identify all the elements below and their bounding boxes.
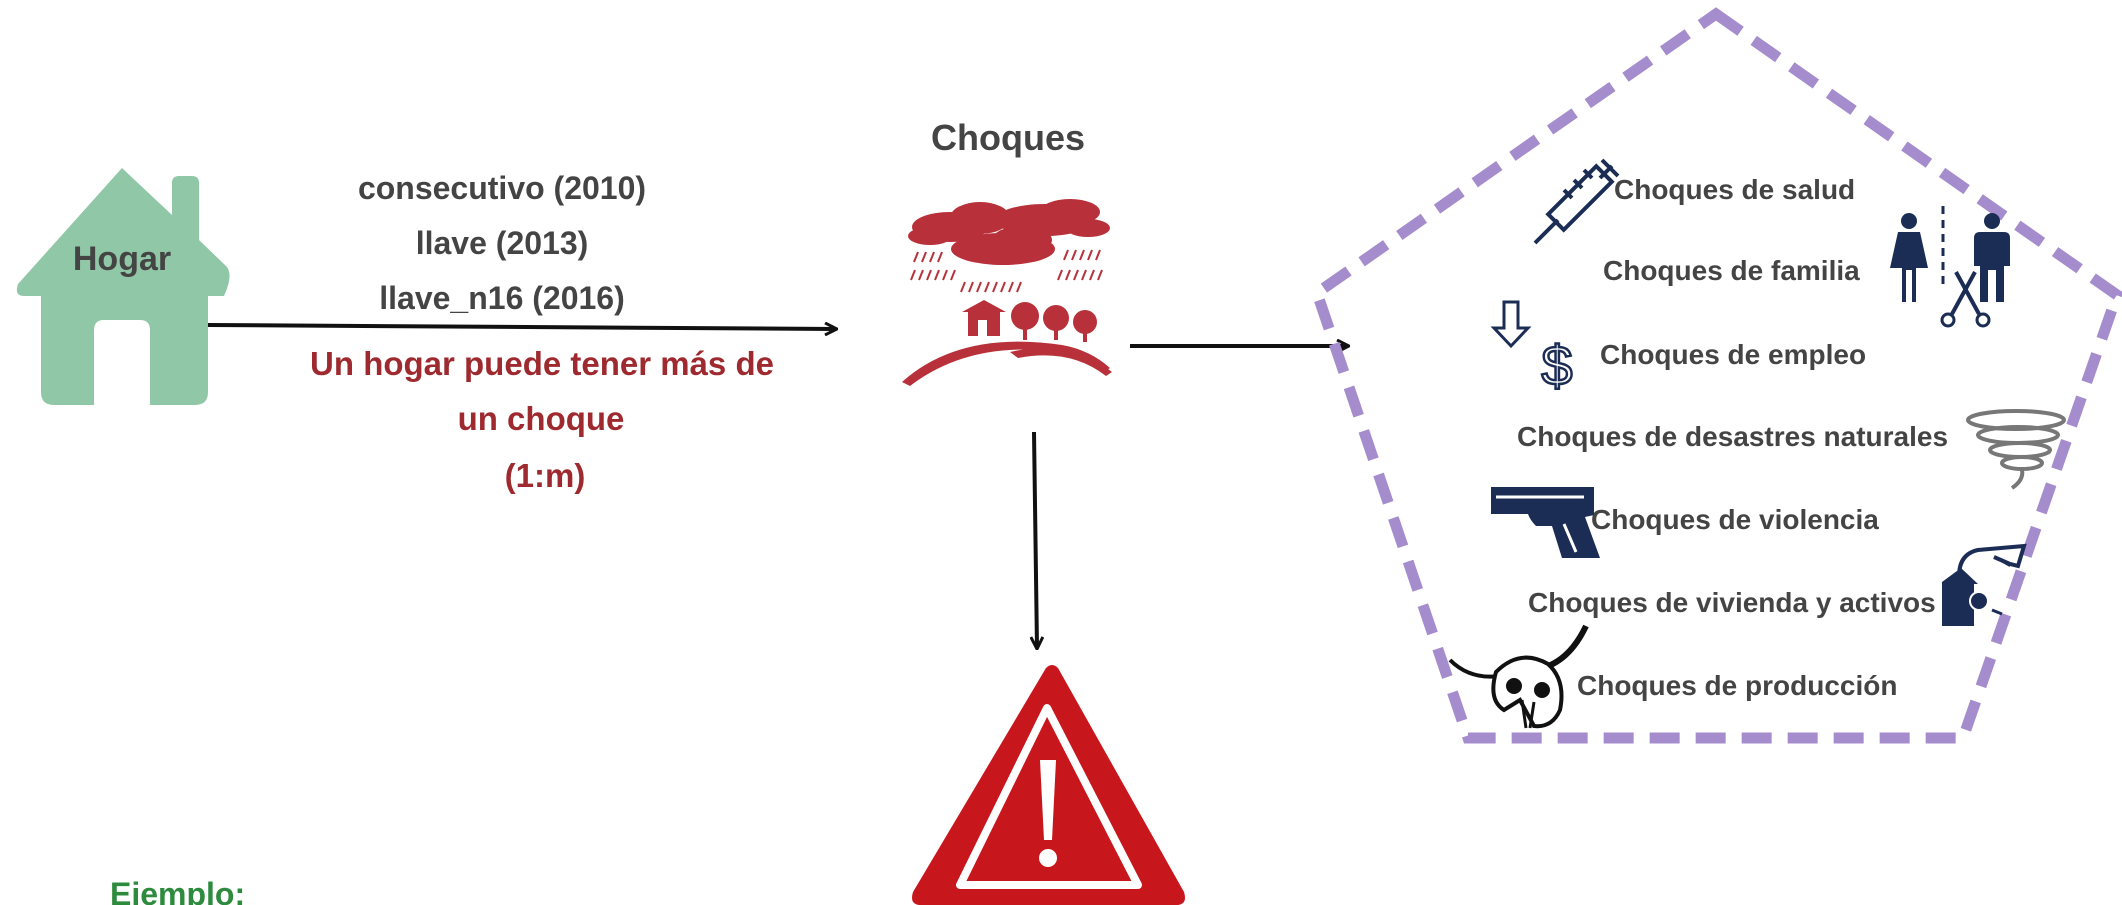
category-vivienda: Choques de vivienda y activos: [1528, 587, 1936, 618]
key-label: llave (2013): [416, 225, 589, 261]
warning-icon: [912, 665, 1185, 905]
shock-categories-pentagon: [1310, 7, 2122, 744]
house-label: Hogar: [73, 240, 171, 278]
category-salud: Choques de salud: [1614, 174, 1855, 205]
relation-line: (1:m): [505, 457, 586, 494]
category-desastres: Choques de desastres naturales: [1517, 421, 1948, 452]
storm-icon: [902, 199, 1112, 386]
house-icon: [16, 168, 230, 405]
shocks-node: Choques: [902, 117, 1112, 386]
tornado-icon: [1966, 409, 2066, 490]
relation-line: Un hogar puede tener más de: [310, 345, 774, 382]
category-empleo: Choques de empleo: [1600, 339, 1866, 370]
key-label: consecutivo (2010): [358, 170, 646, 206]
house-damage-icon: [1942, 543, 2027, 626]
pistol-icon: [1491, 487, 1600, 558]
family-separation-icon: [1890, 206, 2010, 328]
relation-line: un choque: [458, 400, 625, 437]
syringe-icon: [1533, 158, 1620, 245]
shock-category-list: Choques de salud Choques de familia Choq…: [1517, 174, 1948, 701]
example-label: Ejemplo:: [110, 876, 245, 905]
arrow-shocks-to-warning: [1034, 431, 1037, 648]
shocks-title: Choques: [931, 117, 1085, 158]
category-familia: Choques de familia: [1603, 255, 1860, 286]
key-label: llave_n16 (2016): [379, 280, 625, 316]
house-node: Hogar: [16, 168, 230, 405]
category-produccion: Choques de producción: [1577, 670, 1897, 701]
relation-block: consecutivo (2010) llave (2013) llave_n1…: [310, 170, 774, 494]
category-violencia: Choques de violencia: [1591, 504, 1879, 535]
svg-text:$: $: [1541, 334, 1572, 397]
cattle-skull-icon: [1448, 624, 1589, 729]
dollar-down-icon: $: [1490, 300, 1574, 398]
arrow-house-to-shocks: [207, 325, 836, 329]
